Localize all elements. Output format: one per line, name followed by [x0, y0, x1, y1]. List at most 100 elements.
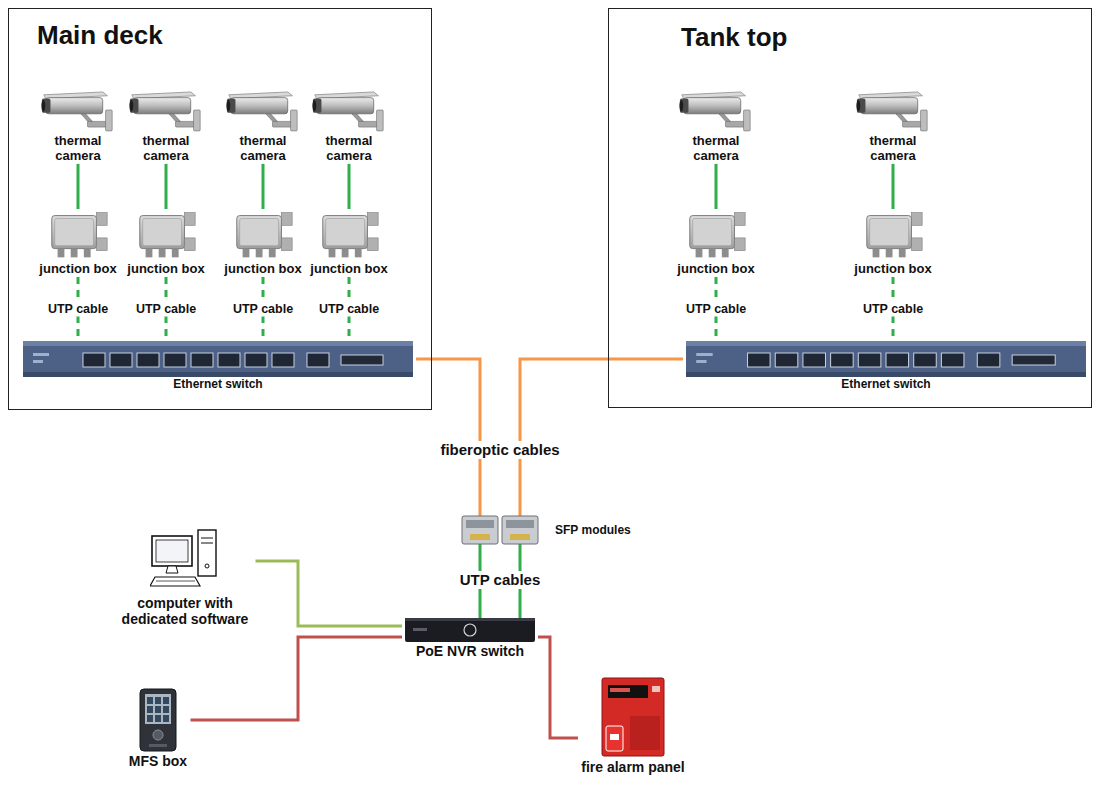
- thermal-camera-label: thermal camera: [853, 134, 933, 164]
- ethernet-switch-picture: [686, 341, 1086, 377]
- mfs-box-label: MFS box: [129, 753, 187, 769]
- junction-box-label: junction box: [310, 262, 387, 277]
- deck-panel: Tank top thermal camera thermal camera junc…: [608, 8, 1092, 408]
- cable-line: [262, 164, 265, 209]
- deck-panel: Main deckthermal camerathermal camerathe…: [8, 8, 432, 410]
- cable-line: [191, 637, 403, 720]
- nvr-switch-label: PoE NVR switch: [416, 643, 524, 659]
- junction-box-icon: [682, 209, 750, 261]
- junction-box-label: junction box: [224, 262, 301, 277]
- fire-alarm-panel-picture: [602, 678, 664, 756]
- thermal-camera-icon: [40, 87, 116, 133]
- cable-line: [892, 164, 895, 209]
- sfp-contacts: [470, 534, 490, 540]
- nvr-switch-icon: [405, 618, 535, 642]
- connector-group: [78, 164, 893, 738]
- computer: computer with dedicated software: [115, 528, 256, 627]
- junction-box-picture: [237, 213, 292, 258]
- thermal-camera-icon: [128, 87, 204, 133]
- computer-icon: [150, 528, 220, 594]
- junction-box: junction box: [36, 209, 120, 277]
- ethernet-switch-icon: [23, 341, 413, 377]
- cable-line: [77, 164, 80, 209]
- junction-box-icon: [44, 209, 112, 261]
- junction-box: junction box: [221, 209, 305, 277]
- thermal-camera-icon: [225, 87, 301, 133]
- sfp-body: [462, 516, 498, 544]
- thermal-camera-label: thermal camera: [309, 134, 389, 164]
- thermal-camera-icon: [678, 87, 754, 133]
- sfp-contacts: [510, 534, 530, 540]
- sfp-label-plate: [466, 520, 494, 528]
- mfs-box-icon: [139, 688, 177, 752]
- thermal-camera-picture: [312, 92, 383, 131]
- thermal-camera-picture: [129, 92, 200, 131]
- junction-box-icon: [315, 209, 383, 261]
- fire-alarm-panel-label: fire alarm panel: [581, 759, 685, 775]
- cable-note: UTP cables: [457, 571, 544, 589]
- computer-picture: [150, 530, 216, 586]
- mfs-box-picture: [140, 689, 176, 751]
- thermal-camera-picture: [41, 92, 112, 131]
- mfs-box: MFS box: [126, 688, 191, 769]
- sfp-label-plate: [506, 520, 534, 528]
- ethernet-switch-icon: [686, 341, 1086, 377]
- panel-heading: Main deck: [37, 21, 163, 51]
- thermal-camera-picture: [226, 92, 297, 131]
- cable-label: UTP cable: [230, 301, 296, 316]
- ethernet-switch: Ethernet switch: [20, 341, 416, 392]
- junction-box-picture: [867, 213, 922, 258]
- thermal-camera-label: thermal camera: [38, 134, 118, 164]
- junction-box-picture: [52, 213, 107, 258]
- junction-box-picture: [323, 213, 378, 258]
- junction-box-label: junction box: [127, 262, 204, 277]
- cable-line: [715, 164, 718, 209]
- ethernet-switch: Ethernet switch: [683, 341, 1089, 392]
- thermal-camera-picture: [679, 92, 750, 131]
- junction-box-icon: [229, 209, 297, 261]
- ethernet-switch-label: Ethernet switch: [841, 378, 930, 392]
- thermal-camera-icon: [855, 87, 931, 133]
- nvr-switch: PoE NVR switch: [402, 618, 538, 659]
- thermal-camera: thermal camera: [673, 87, 759, 164]
- sfp-body: [502, 516, 538, 544]
- cable-line: [348, 164, 351, 209]
- cable-note: fiberoptic cables: [437, 441, 562, 459]
- thermal-camera-label: thermal camera: [223, 134, 303, 164]
- thermal-camera: thermal camera: [850, 87, 936, 164]
- thermal-camera: thermal camera: [123, 87, 209, 164]
- cable-label: UTP cable: [133, 301, 199, 316]
- cable-note: SFP modules: [552, 523, 634, 537]
- ethernet-switch-label: Ethernet switch: [173, 378, 262, 392]
- junction-box-label: junction box: [39, 262, 116, 277]
- junction-box-icon: [859, 209, 927, 261]
- cable-label: UTP cable: [45, 301, 111, 316]
- junction-box-label: junction box: [677, 262, 754, 277]
- cable-line: [538, 637, 578, 738]
- panel-heading: Tank top: [681, 23, 787, 53]
- junction-box-label: junction box: [854, 262, 931, 277]
- junction-box: junction box: [307, 209, 391, 277]
- sfp-module: [462, 516, 498, 544]
- junction-box-icon: [132, 209, 200, 261]
- nvr-switch-picture: [405, 618, 535, 642]
- fire-alarm-panel: fire alarm panel: [578, 676, 688, 775]
- thermal-camera-picture: [856, 92, 927, 131]
- thermal-camera: thermal camera: [220, 87, 306, 164]
- junction-box-picture: [140, 213, 195, 258]
- fire-alarm-panel-icon: [600, 676, 666, 758]
- junction-box: junction box: [851, 209, 935, 277]
- thermal-camera-label: thermal camera: [676, 134, 756, 164]
- thermal-camera-icon: [311, 87, 387, 133]
- computer-label: computer with dedicated software: [118, 595, 253, 627]
- sfp-module: [502, 516, 538, 544]
- cable-line: [165, 164, 168, 209]
- cable-label: UTP cable: [316, 301, 382, 316]
- ethernet-switch-picture: [23, 341, 413, 377]
- junction-box: junction box: [124, 209, 208, 277]
- cable-label: UTP cable: [683, 301, 749, 316]
- thermal-camera: thermal camera: [35, 87, 121, 164]
- cable-line: [520, 359, 683, 618]
